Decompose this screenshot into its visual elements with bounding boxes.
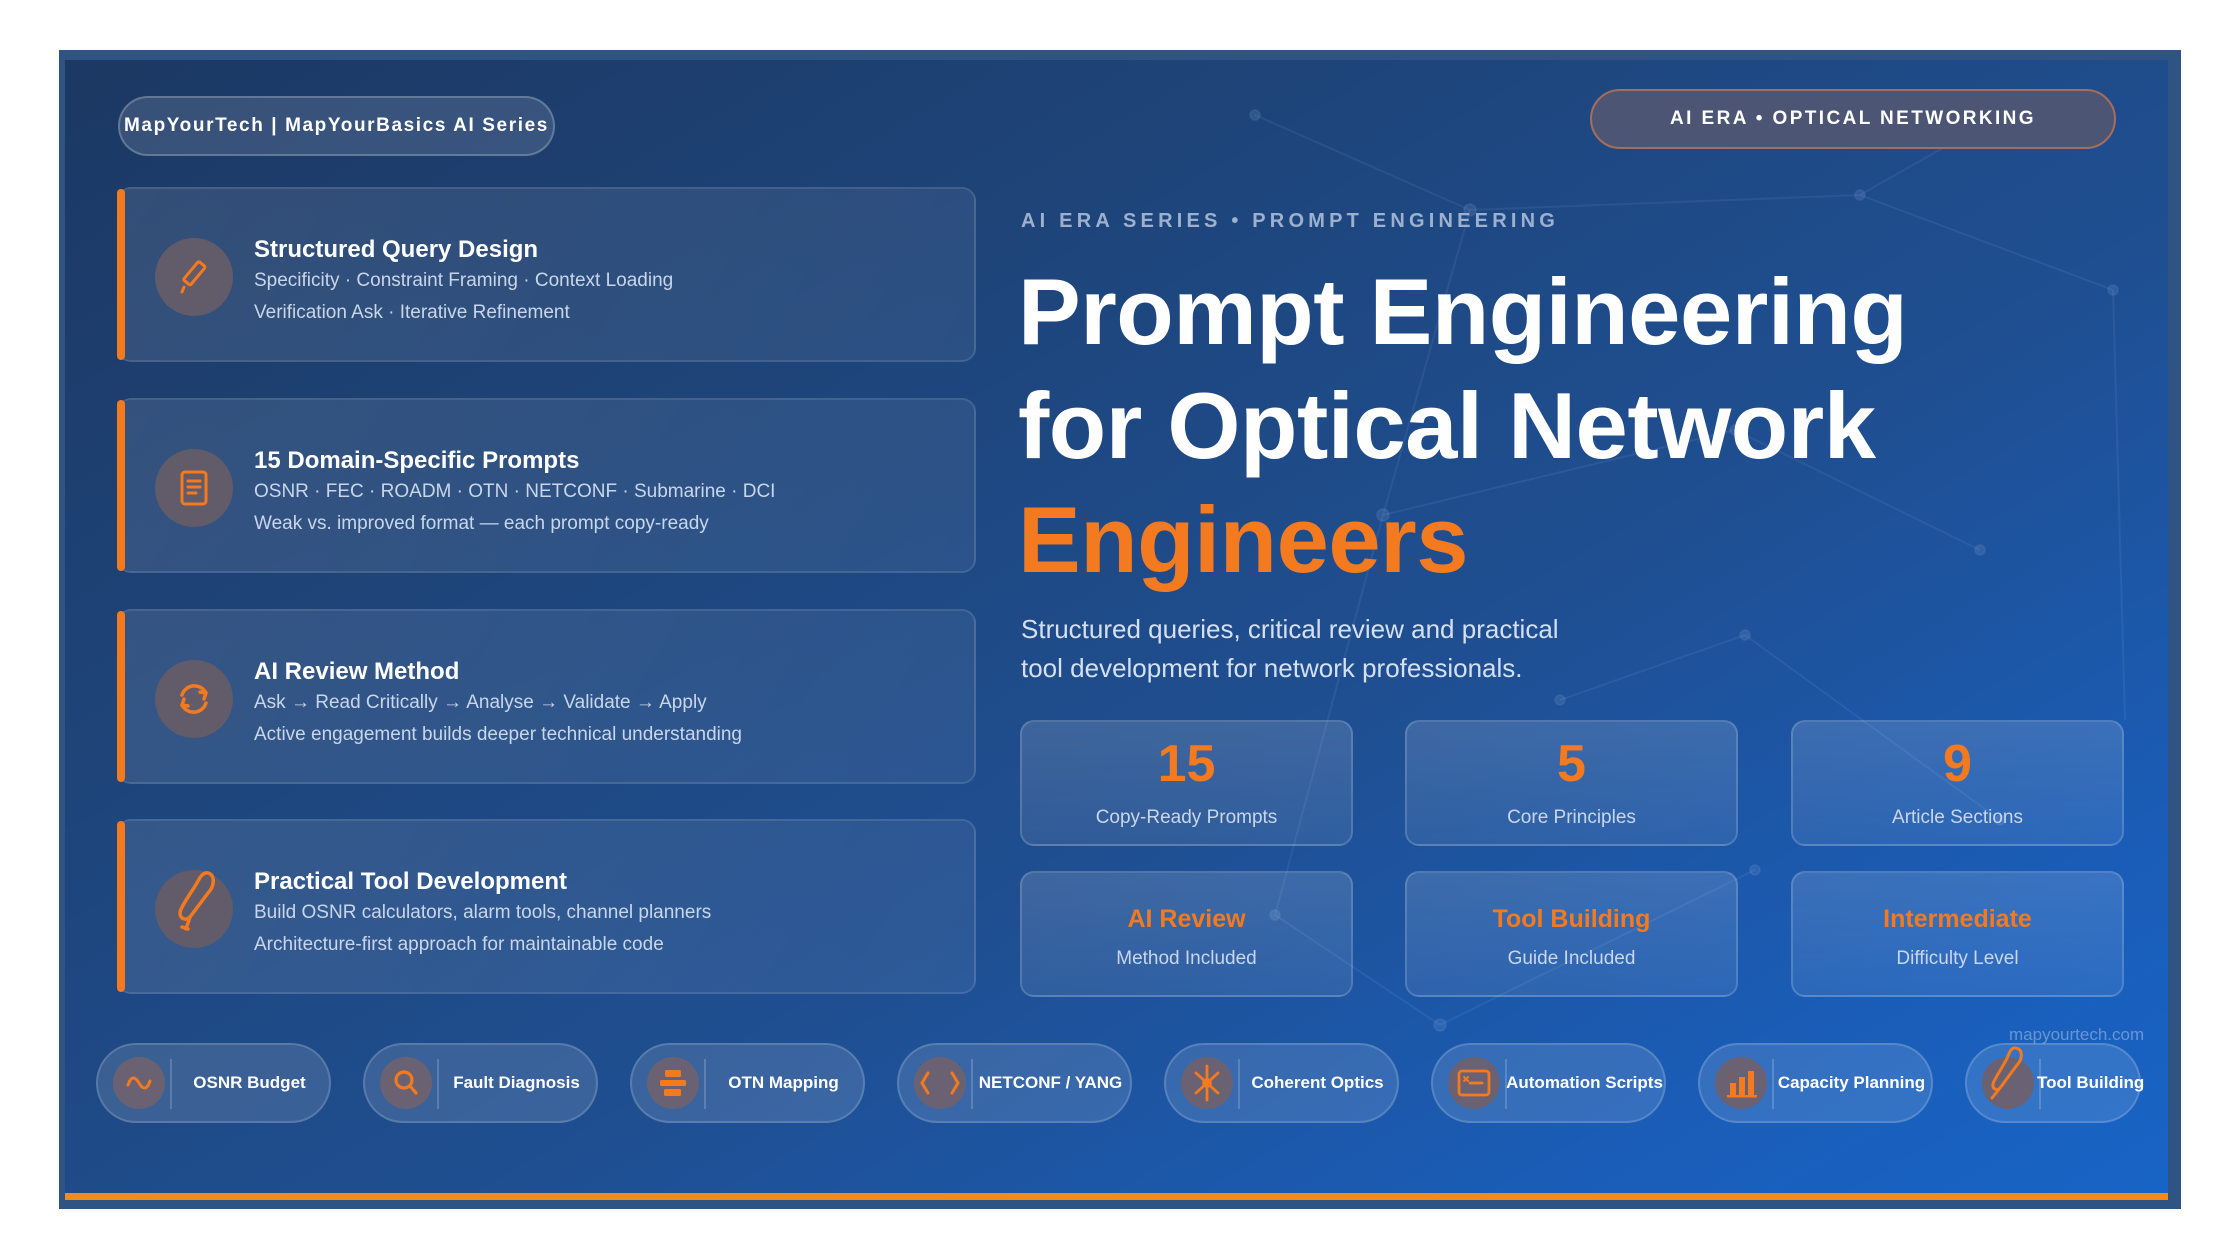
stack-bars-icon <box>647 1057 699 1109</box>
brand-pill-text: MapYourTech | MapYourBasics AI Series <box>124 115 549 136</box>
card-title: 15 Domain-Specific Prompts <box>254 447 580 474</box>
chip-label: NETCONF / YANG <box>978 1073 1123 1092</box>
card-title: Structured Query Design <box>254 236 539 263</box>
search-icon <box>380 1057 432 1109</box>
refresh-cycle-icon <box>155 660 233 738</box>
starburst-icon <box>1181 1057 1233 1109</box>
card-line: Weak vs. improved format — each prompt c… <box>254 513 709 534</box>
kicker-label: AI ERA SERIES • PROMPT ENGINEERING <box>1021 210 1560 232</box>
stat-value: AI Review <box>1127 905 1246 933</box>
card-line: Specificity · Constraint Framing · Conte… <box>254 270 674 291</box>
stat-caption: Method Included <box>1116 948 1257 969</box>
slide-frame: MapYourTech | MapYourBasics AI Series AI… <box>59 50 2181 1209</box>
card-line: Ask → Read Critically → Analyse → Valida… <box>254 692 707 713</box>
card-line: Active engagement builds deeper technica… <box>254 724 742 745</box>
chip-capacity-planning[interactable]: Capacity Planning <box>1698 1043 1933 1123</box>
card-line: Architecture-first approach for maintain… <box>254 934 664 955</box>
brand-pill: MapYourTech | MapYourBasics AI Series <box>118 96 555 156</box>
stat-value: 5 <box>1557 735 1586 793</box>
chip-label: Fault Diagnosis <box>453 1073 580 1092</box>
feature-card-structured-query: Structured Query Design Specificity · Co… <box>117 187 976 362</box>
card-accent-bar <box>117 611 125 782</box>
feature-card-domain-prompts: 15 Domain-Specific Prompts OSNR · FEC · … <box>117 398 976 573</box>
stat-caption: Article Sections <box>1892 807 2023 828</box>
stat-value: Tool Building <box>1492 905 1651 933</box>
chip-divider <box>1505 1059 1507 1109</box>
code-brackets-icon <box>914 1057 966 1109</box>
stat-value: 9 <box>1943 735 1972 793</box>
subtitle-line-2: tool development for network professiona… <box>1021 653 1523 683</box>
stat-caption: Guide Included <box>1507 948 1636 969</box>
card-line: Build OSNR calculators, alarm tools, cha… <box>254 902 712 923</box>
chip-osnr-budget[interactable]: OSNR Budget <box>96 1043 331 1123</box>
stat-caption: Difficulty Level <box>1896 948 2019 969</box>
feature-card-ai-review: AI Review Method Ask → Read Critically →… <box>117 609 976 784</box>
wrench-icon <box>155 870 233 948</box>
chip-tool-building[interactable]: Tool Building <box>1965 1043 2145 1123</box>
bottom-accent-bar <box>65 1193 2168 1200</box>
card-line: OSNR · FEC · ROADM · OTN · NETCONF · Sub… <box>254 481 776 502</box>
title-line-2: for Optical Network <box>1018 373 1876 478</box>
chip-fault-diagnosis[interactable]: Fault Diagnosis <box>363 1043 598 1123</box>
subtitle: Structured queries, critical review and … <box>1021 610 1641 688</box>
slide-canvas: MapYourTech | MapYourBasics AI Series AI… <box>65 60 2168 1193</box>
chip-divider <box>437 1059 439 1109</box>
card-accent-bar <box>117 821 125 992</box>
stat-caption: Core Principles <box>1507 807 1636 828</box>
card-accent-bar <box>117 189 125 360</box>
chip-coherent-optics[interactable]: Coherent Optics <box>1164 1043 1399 1123</box>
stat-tool-building: Tool Building Guide Included <box>1405 871 1738 997</box>
chip-label: Tool Building <box>2037 1073 2145 1092</box>
wrench-icon <box>1982 1046 2034 1109</box>
stat-core-principles: 5 Core Principles <box>1405 720 1738 846</box>
stat-caption: Copy-Ready Prompts <box>1095 807 1278 828</box>
card-title: AI Review Method <box>254 658 460 685</box>
chip-divider <box>2039 1059 2041 1109</box>
card-accent-bar <box>117 400 125 571</box>
chip-divider <box>1238 1059 1240 1109</box>
feature-card-tool-development: Practical Tool Development Build OSNR ca… <box>117 819 976 994</box>
terminal-icon <box>1448 1057 1500 1109</box>
chip-divider <box>1772 1059 1774 1109</box>
page-title: Prompt Engineering for Optical Network E… <box>1018 255 1908 597</box>
stat-ai-review: AI Review Method Included <box>1020 871 1353 997</box>
chip-label: Capacity Planning <box>1777 1073 1926 1092</box>
sine-wave-icon <box>113 1057 165 1109</box>
card-line: Verification Ask · Iterative Refinement <box>254 302 570 323</box>
watermark: mapyourtech.com <box>2009 1025 2145 1044</box>
era-pill-text: AI ERA • OPTICAL NETWORKING <box>1670 108 2036 129</box>
pencil-icon <box>155 238 233 316</box>
title-line-1: Prompt Engineering <box>1018 259 1908 364</box>
title-line-3-accent: Engineers <box>1018 487 1469 592</box>
stat-value: 15 <box>1157 735 1216 793</box>
chip-automation-scripts[interactable]: Automation Scripts <box>1431 1043 1666 1123</box>
stat-value: Intermediate <box>1883 905 2032 933</box>
chip-label: OSNR Budget <box>193 1073 306 1092</box>
chip-netconf-yang[interactable]: NETCONF / YANG <box>897 1043 1132 1123</box>
chip-divider <box>170 1059 172 1109</box>
topic-chip-row: OSNR Budget Fault Diagnosis <box>96 1043 2146 1123</box>
chip-divider <box>704 1059 706 1109</box>
stat-difficulty-level: Intermediate Difficulty Level <box>1791 871 2124 997</box>
chip-label: OTN Mapping <box>728 1073 839 1092</box>
chip-label: Automation Scripts <box>1506 1073 1663 1092</box>
card-title: Practical Tool Development <box>254 868 567 895</box>
chip-divider <box>971 1059 973 1109</box>
era-pill: AI ERA • OPTICAL NETWORKING <box>1590 89 2116 149</box>
stat-copy-ready-prompts: 15 Copy-Ready Prompts <box>1020 720 1353 846</box>
stat-article-sections: 9 Article Sections <box>1791 720 2124 846</box>
subtitle-line-1: Structured queries, critical review and … <box>1021 614 1559 644</box>
chip-label: Coherent Optics <box>1251 1073 1384 1092</box>
chip-otn-mapping[interactable]: OTN Mapping <box>630 1043 865 1123</box>
document-icon <box>155 449 233 527</box>
bar-chart-icon <box>1715 1057 1767 1109</box>
